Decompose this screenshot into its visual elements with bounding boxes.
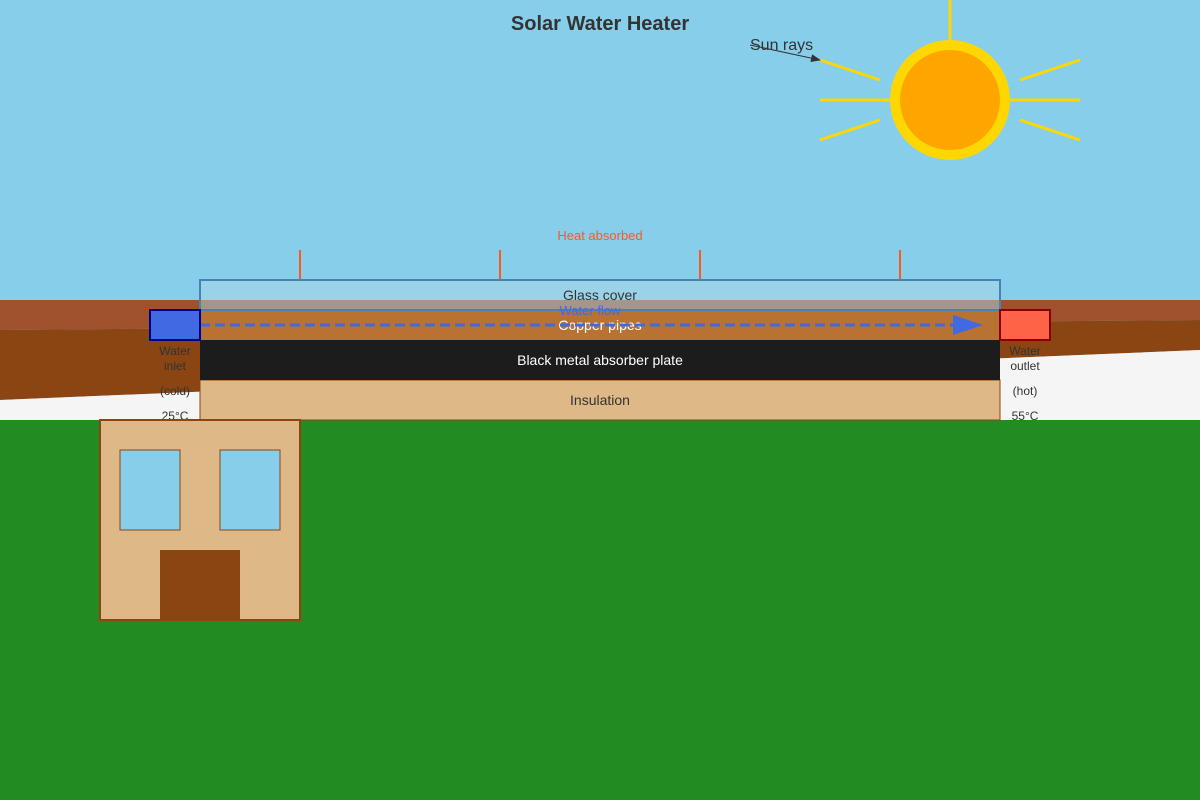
water-flow-arrowhead xyxy=(953,315,983,335)
absorber-plate-label: Black metal absorber plate xyxy=(517,352,683,368)
insulation-label: Insulation xyxy=(570,392,630,408)
outlet-label-line1: Water xyxy=(1009,344,1041,358)
water-inlet-box xyxy=(149,309,201,341)
inlet-label-line2: inlet xyxy=(164,359,187,373)
water-flow-label: Water flow xyxy=(560,303,622,318)
heat-lines xyxy=(299,250,901,280)
outlet-label-line2: outlet xyxy=(1010,359,1040,373)
sun-rays-pointer xyxy=(749,44,821,63)
insulation-layer xyxy=(199,379,1001,421)
diagram-title: Solar Water Heater xyxy=(511,13,689,35)
outlet-state: (hot) xyxy=(1013,384,1038,398)
house xyxy=(99,419,301,621)
house-window-left xyxy=(119,449,181,531)
inlet-label-line1: Water xyxy=(159,344,191,358)
inlet-state: (cold) xyxy=(160,384,190,398)
house-door xyxy=(160,550,240,620)
heat-absorbed-label: Heat absorbed xyxy=(557,228,642,243)
house-window-right xyxy=(219,449,281,531)
glass-cover xyxy=(199,279,1001,311)
outlet-temperature: 55°C xyxy=(1012,409,1039,423)
absorber-plate xyxy=(200,340,1000,380)
water-outlet-box xyxy=(999,309,1051,341)
glass-cover-label: Glass cover xyxy=(563,287,637,303)
sun-icon xyxy=(819,0,1081,160)
sun-rays-label: Sun rays xyxy=(750,37,813,54)
